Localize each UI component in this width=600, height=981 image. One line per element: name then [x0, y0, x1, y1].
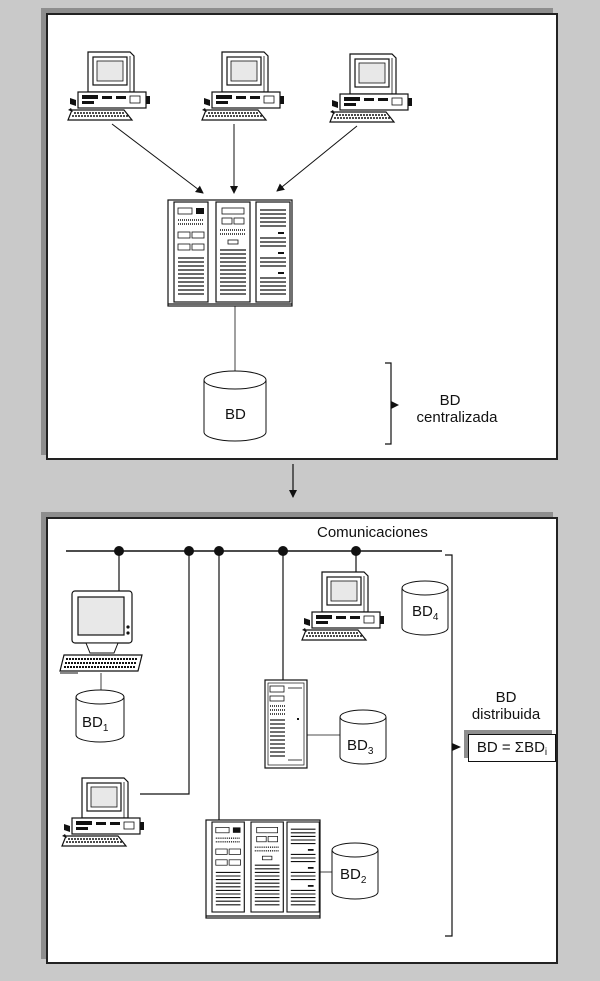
central-db-cylinder [203, 370, 267, 442]
central-db-label: BD [225, 406, 246, 423]
arrow-pc-left-to-mainframe [111, 123, 204, 194]
distributed-formula-box: BD = ΣBDi [468, 734, 556, 762]
db2-label: BD2 [340, 866, 367, 886]
pc-top-center [201, 51, 285, 121]
db3-label: BD3 [347, 737, 374, 757]
db1-label: BD1 [82, 714, 109, 734]
pc-top-right [329, 53, 413, 123]
centralized-label-line1: BD [439, 392, 461, 409]
terminal-site-1 [59, 590, 143, 674]
formula-subscript: i [544, 747, 548, 758]
network-label: Comunicaciones [317, 524, 428, 541]
db2-cylinder [331, 842, 379, 900]
rack-site-3 [264, 679, 308, 769]
db3-cylinder [339, 709, 387, 765]
db4-cylinder [401, 580, 449, 636]
bracket-centralized-arrow [391, 401, 399, 409]
distributed-label-line1: BD [495, 689, 517, 706]
bracket-distributed-arrow [452, 743, 461, 751]
formula-text: BD = ΣBD [476, 739, 545, 756]
centralized-label-line2: centralizada [416, 409, 498, 426]
pc-site-4 [301, 571, 385, 641]
link-pc-bottom-left [140, 551, 190, 795]
mainframe-site-2 [205, 819, 321, 919]
pc-site-bottom-left [61, 777, 145, 847]
db4-label: BD4 [412, 603, 439, 623]
bracket-centralized [385, 362, 392, 445]
central-mainframe [167, 199, 293, 307]
arrow-pc-right-to-mainframe [276, 125, 358, 192]
distributed-label-line2: distribuida [471, 706, 541, 723]
db1-cylinder [75, 689, 125, 743]
pc-top-left [67, 51, 151, 121]
